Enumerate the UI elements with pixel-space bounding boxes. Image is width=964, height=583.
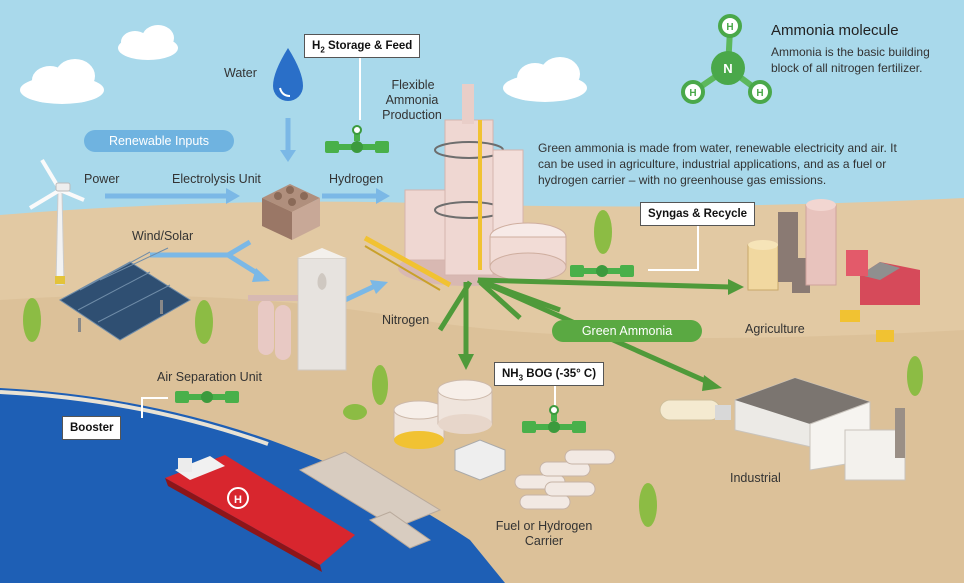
cloud-icon bbox=[20, 59, 104, 104]
hydrogen-label: Hydrogen bbox=[329, 172, 384, 186]
valve-icon bbox=[570, 265, 634, 277]
hydrogen-atom-label: H bbox=[726, 22, 733, 33]
tree-icon bbox=[343, 404, 367, 420]
h2-storage-callout: H2 Storage & Feed bbox=[304, 34, 421, 58]
air-separation-unit-label: Air Separation Unit bbox=[157, 370, 262, 384]
syngas-recycle-callout: Syngas & Recycle bbox=[640, 202, 756, 226]
cloud-icon bbox=[503, 57, 587, 102]
tree-icon bbox=[195, 300, 213, 344]
svg-text:H: H bbox=[234, 494, 242, 506]
industrial-label: Industrial bbox=[730, 471, 781, 485]
fuel-storage-tanks-icon bbox=[393, 379, 616, 510]
callout-text: NH bbox=[502, 368, 519, 380]
fuel-carrier-label-line1: Fuel or Hydrogen bbox=[495, 519, 593, 533]
shoreline bbox=[0, 390, 269, 446]
nh3-bog-callout: NH3 BOG (-35° C) bbox=[494, 362, 605, 386]
callout-text: Storage & Feed bbox=[324, 40, 413, 52]
ammonia-molecule-icon: N H H H bbox=[681, 14, 772, 104]
cloud-icon bbox=[118, 25, 178, 60]
hydrogen-atom-label: H bbox=[756, 88, 763, 99]
callout-subscript: 3 bbox=[518, 373, 524, 383]
tree-icon bbox=[594, 210, 612, 254]
booster-callout: Booster bbox=[62, 416, 122, 440]
ammonia-production-plant-icon bbox=[363, 84, 567, 291]
valve-icon bbox=[325, 125, 389, 153]
nitrogen-atom-label: N bbox=[723, 61, 732, 76]
hydrogen-atom-label: H bbox=[689, 88, 696, 99]
air-separation-unit-icon bbox=[248, 248, 347, 371]
callout-subscript: 2 bbox=[320, 45, 325, 55]
power-label: Power bbox=[84, 172, 120, 186]
nitrogen-label: Nitrogen bbox=[382, 313, 430, 327]
tanker-ship-icon: H bbox=[165, 455, 355, 572]
flexible-production-label-line1: Flexible bbox=[391, 78, 435, 92]
valve-icon bbox=[175, 391, 239, 403]
solar-panel-icon bbox=[59, 247, 191, 341]
water-label: Water bbox=[224, 66, 257, 80]
valve-icon bbox=[522, 405, 586, 433]
renewable-inputs-pill: Renewable Inputs bbox=[84, 130, 234, 152]
agriculture-farm-icon bbox=[747, 199, 920, 342]
molecule-description: Ammonia is the basic building block of a… bbox=[771, 45, 930, 75]
industrial-facility-icon bbox=[659, 377, 906, 481]
tree-icon bbox=[23, 298, 41, 342]
callout-text: BOG (-35° C) bbox=[523, 368, 597, 380]
molecule-title: Ammonia molecule bbox=[771, 22, 899, 39]
wind-solar-label: Wind/Solar bbox=[132, 229, 194, 243]
water-drop-icon bbox=[273, 48, 303, 101]
fuel-carrier-label-line2: Carrier bbox=[524, 534, 564, 548]
electrolysis-unit-icon bbox=[262, 184, 320, 240]
wind-turbine-icon bbox=[28, 158, 85, 286]
flexible-production-label-line3: Production bbox=[382, 108, 442, 122]
tree-icon bbox=[907, 356, 923, 396]
intro-text: Green ammonia is made from water, renewa… bbox=[538, 141, 897, 187]
tree-icon bbox=[639, 483, 657, 527]
jetty-icon bbox=[298, 451, 442, 549]
green-ammonia-pill: Green Ammonia bbox=[552, 320, 702, 342]
electrolysis-unit-label: Electrolysis Unit bbox=[172, 172, 261, 186]
renewable-flow-arrows bbox=[105, 118, 390, 303]
callout-text: H bbox=[312, 40, 321, 52]
flexible-production-label-line2: Ammonia bbox=[385, 93, 439, 107]
agriculture-label: Agriculture bbox=[745, 322, 805, 336]
tree-icon bbox=[372, 365, 388, 405]
